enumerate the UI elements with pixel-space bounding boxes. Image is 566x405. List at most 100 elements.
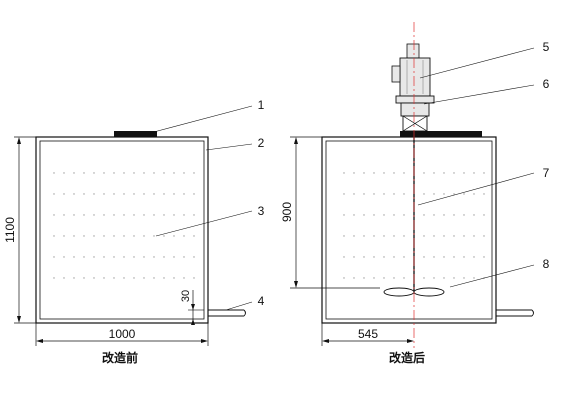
dimension-width-before: 1000 xyxy=(35,323,209,346)
liquid-dot xyxy=(443,214,445,216)
liquid-dot xyxy=(373,193,375,195)
liquid-dot xyxy=(83,277,85,279)
callout-2: 2 xyxy=(258,136,265,150)
liquid-dot xyxy=(163,172,165,174)
liquid-dot xyxy=(73,235,75,237)
liquid-dot xyxy=(173,235,175,237)
liquid-dot xyxy=(123,277,125,279)
liquid-dots-after xyxy=(343,172,485,279)
liquid-dot xyxy=(363,256,365,258)
liquid-dot xyxy=(53,256,55,258)
motor-body xyxy=(399,57,431,97)
liquid-dot xyxy=(63,256,65,258)
liquid-dot xyxy=(73,277,75,279)
liquid-dot xyxy=(103,193,105,195)
liquid-dot xyxy=(53,193,55,195)
liquid-dot xyxy=(153,214,155,216)
liquid-dot xyxy=(153,277,155,279)
liquid-dot xyxy=(113,214,115,216)
liquid-dot xyxy=(123,172,125,174)
liquid-dot xyxy=(133,277,135,279)
liquid-dot xyxy=(73,256,75,258)
liquid-dot xyxy=(93,214,95,216)
liquid-dot xyxy=(423,235,425,237)
liquid-dot xyxy=(423,193,425,195)
tank-after: 900 545 改造后 xyxy=(280,22,534,365)
liquid-dot xyxy=(393,277,395,279)
liquid-dot xyxy=(373,277,375,279)
liquid-dot xyxy=(103,172,105,174)
liquid-dot xyxy=(473,214,475,216)
liquid-dot xyxy=(463,172,465,174)
liquid-dot xyxy=(193,172,195,174)
liquid-dot xyxy=(433,214,435,216)
liquid-dot xyxy=(153,193,155,195)
liquid-dot xyxy=(353,256,355,258)
liquid-dot xyxy=(103,256,105,258)
liquid-dot xyxy=(113,235,115,237)
liquid-dot xyxy=(473,235,475,237)
liquid-dot xyxy=(193,256,195,258)
liquid-dot xyxy=(53,235,55,237)
liquid-dot xyxy=(193,235,195,237)
liquid-dot xyxy=(113,277,115,279)
liquid-dots-before xyxy=(53,172,195,279)
callout-7: 7 xyxy=(543,166,550,180)
liquid-dot xyxy=(423,256,425,258)
liquid-dot xyxy=(83,193,85,195)
liquid-dot xyxy=(383,277,385,279)
liquid-dot xyxy=(83,235,85,237)
liquid-dot xyxy=(363,172,365,174)
liquid-dot xyxy=(383,214,385,216)
liquid-dot xyxy=(453,277,455,279)
liquid-dot xyxy=(403,256,405,258)
liquid-dot xyxy=(443,256,445,258)
liquid-dot xyxy=(433,172,435,174)
liquid-dot xyxy=(163,235,165,237)
liquid-dot xyxy=(383,256,385,258)
callout-1: 1 xyxy=(258,98,265,112)
caption-before: 改造前 xyxy=(102,350,138,365)
liquid-dot xyxy=(93,172,95,174)
liquid-dot xyxy=(393,172,395,174)
liquid-dot xyxy=(73,214,75,216)
tank-outer-wall-before xyxy=(35,136,209,324)
liquid-dot xyxy=(403,235,405,237)
liquid-dot xyxy=(173,256,175,258)
tank-inner-wall-after xyxy=(325,140,493,320)
liquid-dot xyxy=(353,193,355,195)
dimension-label-width-before: 1000 xyxy=(109,327,136,341)
liquid-dot xyxy=(183,214,185,216)
liquid-dot xyxy=(183,235,185,237)
liquid-dot xyxy=(103,235,105,237)
liquid-dot xyxy=(463,235,465,237)
liquid-dot xyxy=(163,214,165,216)
liquid-dot xyxy=(403,277,405,279)
motor-terminal-box xyxy=(391,65,401,83)
liquid-dot xyxy=(453,172,455,174)
liquid-dot xyxy=(463,214,465,216)
liquid-dot xyxy=(363,193,365,195)
liquid-dot xyxy=(63,214,65,216)
liquid-dot xyxy=(373,256,375,258)
outlet-pipe-before xyxy=(208,309,246,317)
liquid-dot xyxy=(463,277,465,279)
liquid-dot xyxy=(73,193,75,195)
dimension-label-height-before: 1100 xyxy=(3,217,17,243)
liquid-dot xyxy=(193,277,195,279)
liquid-dot xyxy=(183,172,185,174)
liquid-dot xyxy=(163,256,165,258)
liquid-dot xyxy=(473,193,475,195)
liquid-dot xyxy=(433,193,435,195)
liquid-dot xyxy=(93,235,95,237)
liquid-dot xyxy=(393,235,395,237)
liquid-dot xyxy=(123,193,125,195)
liquid-dot xyxy=(483,172,485,174)
liquid-dot xyxy=(343,172,345,174)
liquid-dot xyxy=(133,235,135,237)
liquid-dot xyxy=(483,235,485,237)
liquid-dot xyxy=(403,214,405,216)
liquid-dot xyxy=(183,193,185,195)
liquid-dot xyxy=(463,256,465,258)
liquid-dot xyxy=(383,235,385,237)
